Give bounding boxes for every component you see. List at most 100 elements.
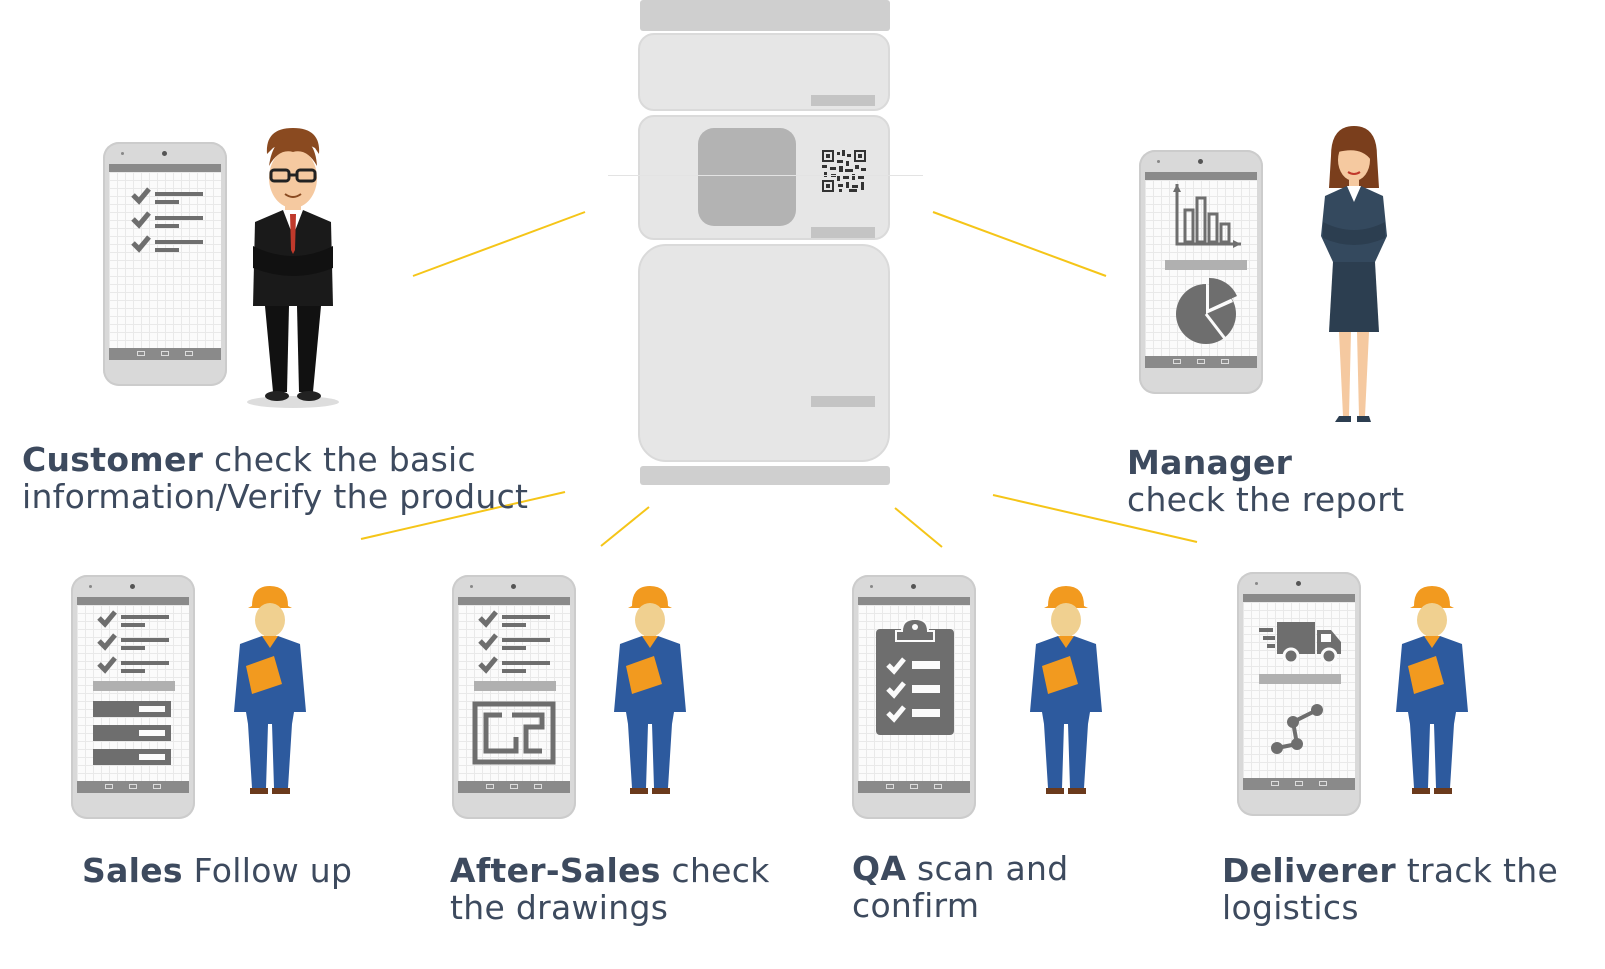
label-deliverer: Deliverer track the logistics (1222, 852, 1582, 926)
nav-button-icon (910, 784, 918, 789)
phone-camera (1296, 581, 1301, 586)
chart-caption-bar (1165, 260, 1247, 270)
form-field-bar (474, 681, 556, 691)
device-tag-1 (811, 95, 875, 106)
connector-manager (932, 211, 1107, 277)
status-bar (1243, 594, 1355, 602)
role-name: Customer (22, 440, 204, 479)
phone-qa (852, 575, 976, 819)
nav-button-icon (1221, 359, 1229, 364)
nav-bar (77, 781, 189, 793)
device-divider-line (608, 175, 923, 176)
phone-screen (77, 597, 189, 793)
phone-screen (109, 164, 221, 360)
phone-customer (103, 142, 227, 386)
label-sales: Sales Follow up (82, 852, 382, 889)
checklist-icon (97, 610, 169, 674)
device-top-cap (640, 0, 890, 31)
phone-screen (1145, 172, 1257, 368)
connector-customer (412, 211, 586, 277)
role-name: QA (852, 849, 907, 888)
form-field-bar (1259, 674, 1341, 684)
nav-button-icon (934, 784, 942, 789)
connector-qa (894, 507, 943, 548)
worker-figure (234, 586, 306, 794)
label-qa: QA scan and confirm (852, 850, 1092, 924)
nav-button-icon (510, 784, 518, 789)
list-row-bar (93, 701, 171, 717)
phone-aftersales (452, 575, 576, 819)
connector-aftersales (600, 506, 650, 547)
nav-bar (1145, 356, 1257, 368)
label-manager: Manager check the report (1127, 444, 1447, 518)
role-action: check the drawings (450, 851, 770, 927)
nav-button-icon (153, 784, 161, 789)
bar-chart-icon (1173, 184, 1241, 248)
blueprint-icon (472, 701, 556, 765)
status-bar (77, 597, 189, 605)
phone-screen (858, 597, 970, 793)
form-field-bar (93, 681, 175, 691)
phone-camera (162, 151, 167, 156)
clipboard-icon (876, 619, 954, 735)
phone-camera (911, 584, 916, 589)
checklist-icon (478, 610, 550, 674)
businesswoman-figure (1321, 126, 1387, 422)
nav-button-icon (1173, 359, 1181, 364)
phone-deliverer (1237, 572, 1361, 816)
nav-button-icon (1271, 781, 1279, 786)
nav-button-icon (137, 351, 145, 356)
label-aftersales: After-Sales check the drawings (450, 852, 780, 926)
phone-camera (511, 584, 516, 589)
phone-speaker (1255, 582, 1258, 585)
device-screen (698, 128, 796, 226)
role-name: Deliverer (1222, 851, 1396, 890)
status-bar (858, 597, 970, 605)
device-lower-module (638, 244, 890, 462)
truck-icon (1259, 622, 1341, 665)
phone-screen (458, 597, 570, 793)
nav-bar (458, 781, 570, 793)
worker-figure (1396, 586, 1468, 794)
role-action: Follow up (193, 851, 353, 890)
phone-screen (1243, 594, 1355, 790)
nav-button-icon (161, 351, 169, 356)
list-row-bar (93, 749, 171, 765)
list-row-bar (93, 725, 171, 741)
status-bar (1145, 172, 1257, 180)
phone-speaker (470, 585, 473, 588)
connector-sales (360, 491, 566, 540)
nav-button-icon (1319, 781, 1327, 786)
businessman-figure (247, 128, 339, 408)
role-name: Sales (82, 851, 183, 890)
nav-button-icon (1197, 359, 1205, 364)
nav-button-icon (534, 784, 542, 789)
phone-speaker (121, 152, 124, 155)
phone-camera (130, 584, 135, 589)
nav-bar (1243, 778, 1355, 790)
phone-sales (71, 575, 195, 819)
role-name: After-Sales (450, 851, 661, 890)
phone-manager (1139, 150, 1263, 394)
nav-button-icon (1295, 781, 1303, 786)
checklist-icon (131, 187, 203, 253)
worker-figure (1030, 586, 1102, 794)
nav-button-icon (486, 784, 494, 789)
nav-bar (109, 348, 221, 360)
role-name: Manager (1127, 443, 1293, 482)
status-bar (458, 597, 570, 605)
nav-bar (858, 781, 970, 793)
role-action: check the report (1127, 480, 1405, 519)
status-bar (109, 164, 221, 172)
nav-button-icon (105, 784, 113, 789)
role-action: check the basic information/Verify the p… (22, 440, 529, 516)
phone-speaker (1157, 160, 1160, 163)
nav-button-icon (185, 351, 193, 356)
device-tag-2 (811, 227, 875, 238)
nav-button-icon (129, 784, 137, 789)
phone-speaker (89, 585, 92, 588)
role-action: scan and confirm (852, 849, 1069, 925)
worker-figure (614, 586, 686, 794)
role-action: track the logistics (1222, 851, 1559, 927)
